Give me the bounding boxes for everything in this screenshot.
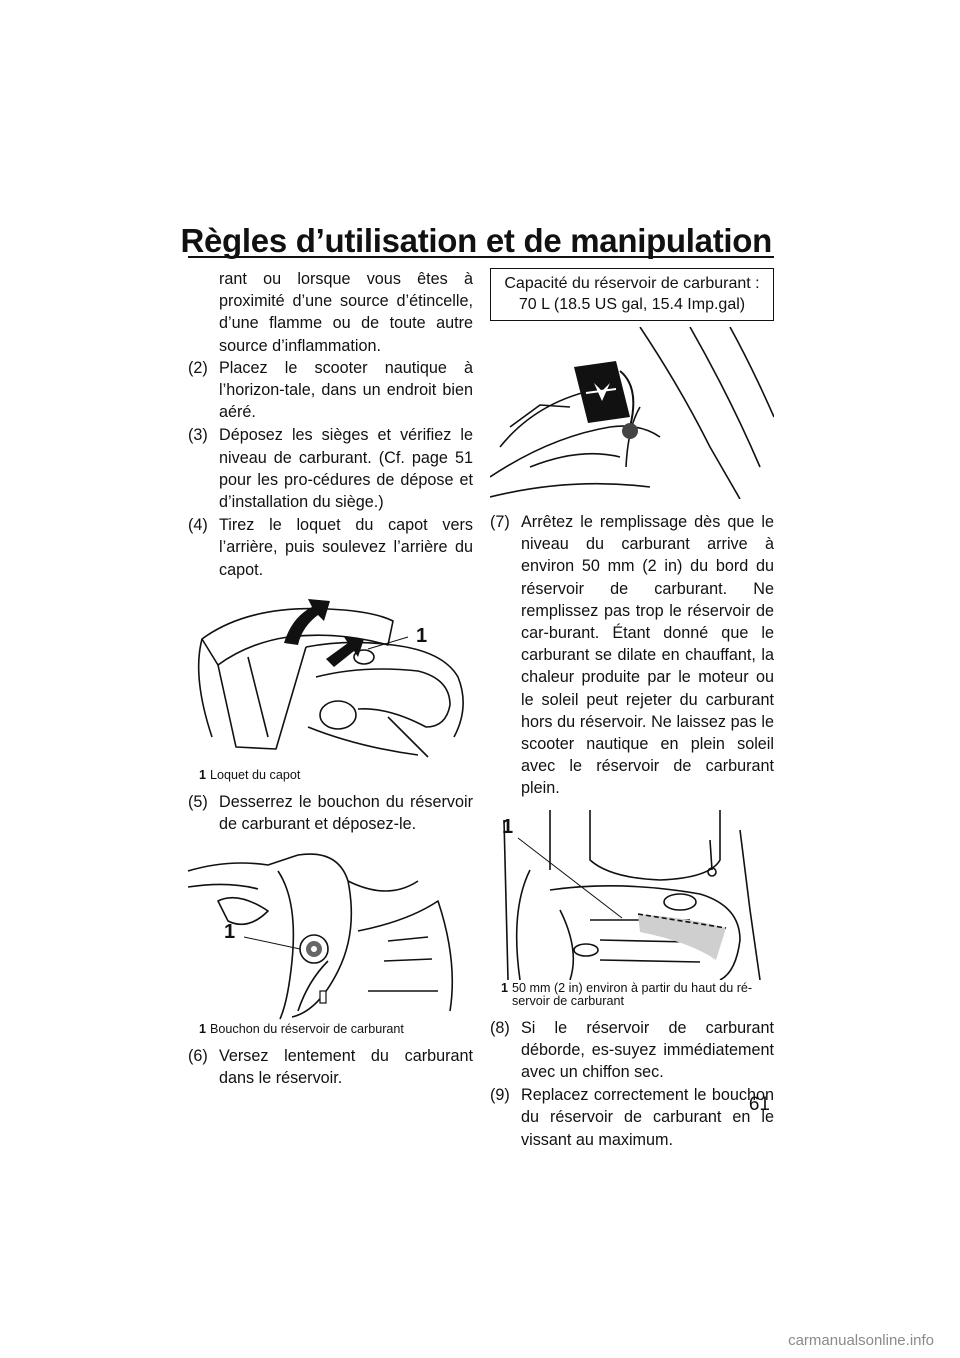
step-7: (7) Arrêtez le remplissage dès que le ni…	[490, 511, 774, 800]
step-text: Tirez le loquet du capot vers l’arrière,…	[219, 516, 473, 579]
refueling-drawing	[490, 327, 774, 499]
caption-text: Bouchon du réservoir de carburant	[210, 1022, 404, 1037]
fuel-cap-drawing	[188, 853, 454, 1020]
hood-latch-drawing	[197, 598, 464, 758]
fuel-capacity-spec-box: Capacité du réservoir de carburant : 70 …	[490, 268, 774, 321]
page-title: Règles d’utilisation et de manipulation	[180, 222, 772, 259]
figure-caption: 1 50 mm (2 in) environ à partir du haut …	[490, 980, 774, 1008]
step-5: (5) Desserrez le bouchon du réservoir de…	[188, 791, 473, 835]
step-number: (5)	[188, 792, 208, 811]
page-number: 61	[748, 1094, 770, 1115]
title-rule	[188, 256, 774, 258]
caption-number: 1	[500, 980, 508, 995]
caption-number: 1	[198, 1022, 206, 1037]
hood-latch-illustration: 1	[188, 587, 473, 767]
fuel-level-illustration: 1	[490, 809, 774, 980]
figure-caption: 1 Bouchon du réservoir de carburant	[188, 1023, 473, 1036]
step-text: Versez lentement du carburant dans le ré…	[219, 1047, 473, 1088]
figure-caption: 1 Loquet du capot	[188, 767, 473, 782]
caption-text: 50 mm (2 in) environ à partir du haut du…	[512, 980, 753, 1008]
step-text: Arrêtez le remplissage dès que le niveau…	[521, 513, 774, 798]
fuel-level-drawing	[503, 809, 761, 980]
step-text: Déposez les sièges et vérifiez le niveau…	[219, 426, 473, 512]
step-number: (4)	[188, 516, 208, 535]
step-number: (6)	[188, 1047, 208, 1066]
step-number: (3)	[188, 426, 208, 445]
right-column: Capacité du réservoir de carburant : 70 …	[490, 268, 774, 1152]
callout-number: 1	[416, 624, 428, 647]
step-9: (9) Replacez correctement le bouchon du …	[490, 1084, 774, 1151]
step-number: (7)	[490, 513, 510, 531]
step-text: Desserrez le bouchon du réservoir de car…	[219, 792, 473, 834]
step-text: Si le réservoir de carburant déborde, es…	[521, 1018, 774, 1082]
step-6: (6) Versez lentement du carburant dans l…	[188, 1045, 473, 1089]
refueling-illustration	[490, 327, 774, 499]
spec-label: Capacité du réservoir de carburant :	[504, 275, 760, 292]
source-watermark: carmanualsonline.info	[788, 1332, 934, 1349]
step-text: Placez le scooter nautique à l’horizon-t…	[219, 358, 473, 422]
step-2: (2) Placez le scooter nautique à l’horiz…	[188, 357, 473, 424]
step-number: (9)	[490, 1086, 510, 1105]
left-column: rant ou lorsque vous êtes à proximité d’…	[188, 268, 473, 1091]
step-8: (8) Si le réservoir de carburant déborde…	[490, 1017, 774, 1084]
fuel-cap-illustration: 1	[188, 841, 473, 1021]
caption-number: 1	[198, 767, 206, 782]
spec-value: 70 L (18.5 US gal, 15.4 Imp.gal)	[518, 296, 746, 313]
step-4: (4) Tirez le loquet du capot vers l’arri…	[188, 514, 473, 581]
step-text: Replacez correctement le bouchon du rése…	[521, 1086, 774, 1149]
callout-number: 1	[502, 815, 514, 838]
callout-number: 1	[224, 921, 236, 944]
caption-text: Loquet du capot	[210, 767, 301, 782]
step-number: (8)	[490, 1018, 510, 1037]
step-3: (3) Déposez les sièges et vérifiez le ni…	[188, 424, 473, 513]
intro-paragraph: rant ou lorsque vous êtes à proximité d’…	[219, 270, 473, 355]
step-number: (2)	[188, 358, 208, 377]
